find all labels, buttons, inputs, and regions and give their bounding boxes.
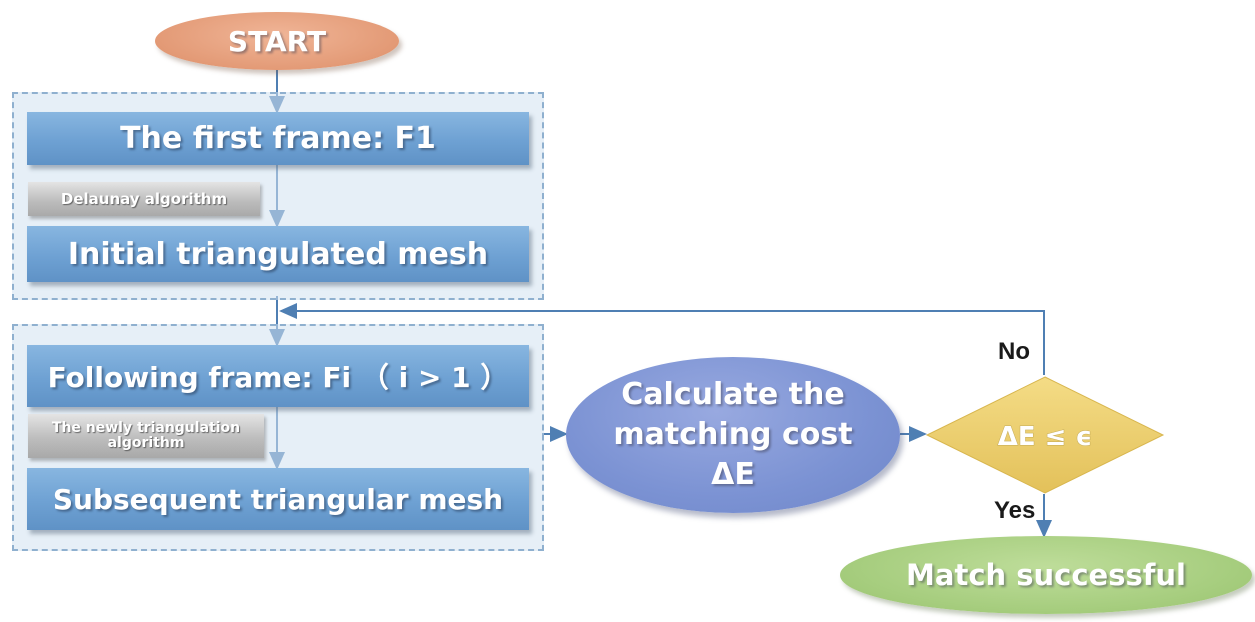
decision-diamond: ΔE ≤ ϵ [925,376,1165,494]
match-successful-terminal: Match successful [840,536,1252,614]
yes-label: Yes [994,497,1036,524]
initial-mesh-box: Initial triangulated mesh [27,226,529,282]
decision-label: ΔE ≤ ϵ [998,422,1093,452]
calc-line2: matching cost [613,417,853,452]
subsequent-mesh-box: Subsequent triangular mesh [27,468,529,530]
delaunay-algorithm-tag: Delaunay algorithm [28,182,260,216]
match-label: Match successful [906,558,1186,592]
arrow-no-loop [279,303,1045,375]
calc-line1: Calculate the [621,377,845,412]
first-frame-box: The first frame: F1 [27,112,529,165]
newly-algorithm-line1: The newly triangulation [51,420,241,436]
delaunay-label: Delaunay algorithm [60,189,228,208]
newly-triangulation-tag: The newly triangulation algorithm [28,414,264,458]
following-frame-box: Following frame: Fi （ i > 1 ） [27,345,529,407]
initial-mesh-label: Initial triangulated mesh [67,236,489,272]
subsequent-mesh-label: Subsequent triangular mesh [52,482,504,516]
no-label: No [998,338,1030,365]
start-label: START [227,24,327,58]
calculate-cost-process: Calculate the matching cost ΔE [566,357,900,513]
start-terminal: START [155,12,399,70]
calc-line3: ΔE [711,457,755,492]
newly-algorithm-line2: algorithm [107,435,185,451]
decision-shape [925,376,1165,494]
first-frame-label: The first frame: F1 [120,121,436,156]
following-frame-label: Following frame: Fi （ i > 1 ） [47,361,509,394]
